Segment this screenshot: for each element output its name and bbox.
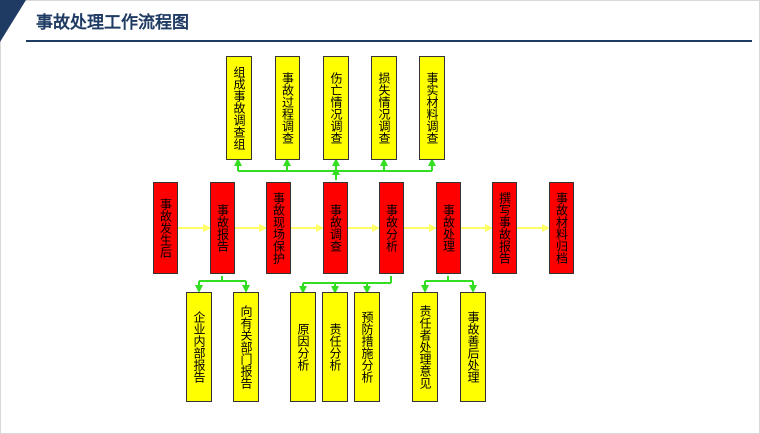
box-internal-report: 企业内部报告 <box>186 292 212 402</box>
title-underline <box>26 40 752 42</box>
box-responsibility-analysis: 责任分析 <box>322 292 348 402</box>
header-corner-decoration <box>0 0 26 42</box>
top-connector-group <box>234 158 436 180</box>
box-aftermath-handling: 事故善后处理 <box>460 292 486 402</box>
box-facts-investigation: 事实材料调查 <box>419 56 445 160</box>
box-accident-report: 事故报告 <box>210 182 235 274</box>
box-archive-materials: 事故材料归档 <box>549 182 574 274</box>
box-cause-analysis: 原因分析 <box>290 292 316 402</box>
bottom-connector-report <box>195 276 250 293</box>
box-report-to-authorities: 向有关部门报告 <box>233 292 259 402</box>
box-write-report: 撰写事故报告 <box>492 182 517 274</box>
page-title: 事故处理工作流程图 <box>36 13 189 33</box>
box-prevention-analysis: 预防措施分析 <box>354 292 380 402</box>
box-form-investigation-team: 组成事故调查组 <box>226 56 252 160</box>
box-after-accident: 事故发生后 <box>153 182 178 274</box>
bottom-connector-handling <box>421 276 477 293</box>
box-responsible-party-handling: 责任者处理意见 <box>412 292 438 402</box>
box-loss-investigation: 损失情况调查 <box>371 56 397 160</box>
box-casualty-investigation: 伤亡情况调查 <box>323 56 349 160</box>
box-scene-protection: 事故现场保护 <box>266 182 291 274</box>
bottom-connector-analysis <box>299 276 392 294</box>
box-accident-investigation: 事故调查 <box>323 182 348 274</box>
box-accident-handling: 事故处理 <box>436 182 461 274</box>
box-accident-analysis: 事故分析 <box>379 182 404 274</box>
box-process-investigation: 事故过程调查 <box>275 56 300 160</box>
